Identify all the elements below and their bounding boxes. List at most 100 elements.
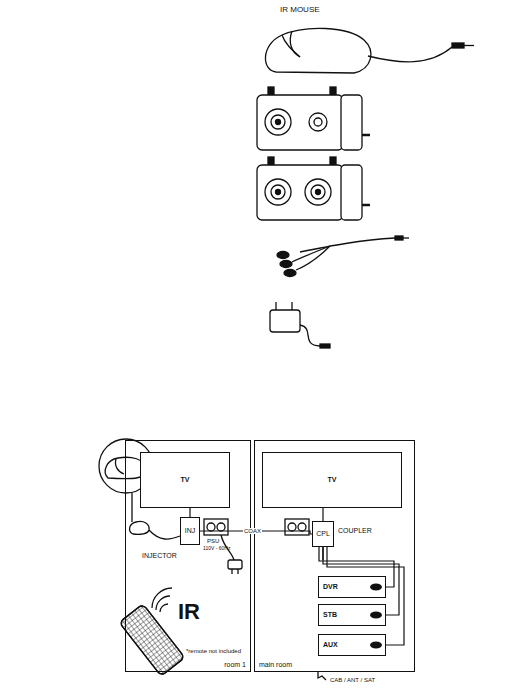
drawing-stroke	[275, 302, 276, 310]
tv-box: TV	[140, 452, 230, 508]
drawing-stroke	[156, 596, 170, 610]
drawing-stroke	[309, 113, 327, 131]
drawing-stroke	[395, 236, 403, 240]
ir-emitter	[370, 612, 382, 619]
drawing-stroke	[265, 28, 370, 73]
drawing-stroke	[207, 523, 215, 531]
drawing-stroke	[316, 190, 321, 195]
node-text: TV	[328, 476, 337, 484]
note-label: IR	[178, 600, 200, 624]
drawing-stroke	[237, 569, 238, 574]
cable-line	[322, 508, 323, 521]
drawing-stroke	[284, 270, 296, 277]
drawing-stroke	[362, 134, 370, 137]
drawing-stroke	[265, 179, 291, 205]
drawing-stroke	[271, 115, 285, 129]
drawing-stroke	[292, 246, 330, 262]
note-label: 110V - 60Hz	[203, 546, 230, 552]
node-text: DVR	[323, 583, 338, 591]
drawing-stroke	[217, 523, 225, 531]
drawing-stroke	[452, 43, 464, 48]
drawing-stroke	[314, 118, 322, 126]
drawing-stroke	[228, 560, 242, 569]
coupler-unit	[257, 157, 370, 220]
drawing-stroke	[119, 604, 185, 676]
drawing-stroke	[305, 179, 331, 205]
drawing-stroke	[276, 120, 281, 125]
drawing-stroke	[368, 47, 452, 62]
node-text: room 1	[224, 661, 246, 669]
drawing-stroke	[160, 604, 168, 612]
tv-box: TV	[262, 452, 402, 508]
drawing-stroke	[130, 521, 150, 534]
power-adapter	[270, 302, 330, 348]
drawing-stroke	[291, 302, 292, 310]
node-text: CPL	[316, 530, 330, 538]
note-label: INJECTOR	[142, 552, 177, 560]
drawing-stroke	[204, 519, 228, 535]
ir-emitter-cable	[277, 236, 409, 277]
ir-remote	[119, 588, 185, 676]
ir-emitter	[370, 584, 382, 591]
drawing-stroke	[119, 604, 185, 676]
wall-plate	[285, 519, 309, 535]
device-box: DVR	[318, 576, 386, 598]
drawing-stroke	[296, 246, 330, 270]
drawing-stroke	[99, 28, 474, 680]
note-label: IR MOUSE	[280, 6, 320, 15]
drawing-stroke	[318, 672, 326, 680]
drawing-stroke	[341, 95, 362, 150]
injector-box: INJ	[180, 517, 200, 545]
note-label: *remote not included	[186, 648, 241, 655]
drawing-stroke	[341, 165, 362, 220]
small-mouse	[130, 521, 180, 539]
drawing-stroke	[300, 238, 395, 252]
drawing-stroke	[330, 87, 336, 95]
drawing-stroke	[231, 569, 232, 574]
node-text: AUX	[323, 641, 338, 649]
device-box: AUX	[318, 634, 386, 656]
drawing-stroke	[280, 261, 292, 268]
drawing-stroke	[277, 252, 289, 259]
drawing-stroke	[265, 109, 291, 135]
node-text: STB	[323, 611, 337, 619]
drawing-stroke	[300, 325, 320, 346]
drawing-stroke	[149, 530, 180, 539]
drawing-stroke	[119, 604, 185, 676]
drawing-stroke	[271, 185, 285, 199]
cable-label: COAX	[243, 528, 262, 535]
ir-mouse	[265, 28, 474, 73]
drawing-stroke	[288, 523, 296, 531]
device-box: STB	[318, 604, 386, 626]
drawing-stroke	[152, 588, 172, 608]
note-label: CAB / ANT / SAT	[330, 677, 375, 684]
psu-plug	[221, 535, 242, 574]
drawing-stroke	[268, 87, 274, 95]
drawing-stroke	[311, 185, 325, 199]
drawing-stroke	[131, 493, 132, 522]
node-text: INJ	[185, 527, 196, 535]
cable-line	[189, 508, 190, 517]
wall-plate	[204, 519, 228, 535]
drawing-stroke	[330, 157, 336, 165]
note-label: PSU	[207, 538, 219, 545]
drawing-stroke	[362, 204, 370, 207]
drawing-stroke	[285, 519, 309, 535]
drawing-stroke	[403, 237, 409, 238]
node-text: main room	[259, 661, 292, 669]
drawing-stroke	[320, 344, 330, 348]
drawing-stroke	[257, 95, 343, 150]
drawing-stroke	[282, 35, 300, 57]
node-text: TV	[181, 476, 190, 484]
cable-line	[327, 547, 404, 645]
note-label: COUPLER	[338, 527, 372, 535]
drawing-stroke	[298, 523, 306, 531]
drawing-stroke	[257, 165, 343, 220]
room-outline: main room TV CPL DVR STB AUX	[254, 440, 415, 672]
injector-unit	[257, 87, 370, 150]
drawing-stroke	[276, 190, 281, 195]
ir-emitter	[370, 642, 382, 649]
coupler-box: CPL	[312, 521, 334, 547]
